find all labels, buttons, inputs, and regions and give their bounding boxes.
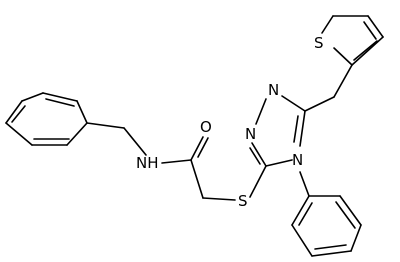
bond (293, 115, 299, 143)
triazole-ring (249, 95, 306, 167)
bond (291, 224, 313, 257)
atom-label-n-triazole-bottom: N (292, 151, 303, 169)
bond-carbonyl-o (190, 136, 204, 161)
bond (363, 21, 377, 40)
bond-ch2-thiophene (333, 64, 353, 98)
bond (299, 110, 306, 147)
bond (11, 105, 26, 123)
bond (298, 202, 313, 226)
bond (339, 195, 362, 226)
bond (5, 122, 33, 146)
bond (66, 122, 88, 146)
thiophene-ring (321, 15, 384, 66)
bond-benzyl-ch2 (86, 122, 125, 129)
bond (255, 98, 267, 125)
bond-ch2-nh (123, 127, 147, 156)
bond (251, 142, 267, 167)
atom-label-o: O (200, 118, 212, 136)
bond (5, 100, 23, 124)
bond (265, 159, 293, 167)
bond (249, 147, 261, 165)
bond (291, 195, 310, 226)
bond (333, 47, 353, 66)
bond-triazole-ch2 (304, 96, 335, 112)
bond (42, 92, 78, 102)
bond (335, 201, 356, 229)
atom-label-n-triazole-top-left: N (245, 125, 256, 143)
atom-label-s-thioether: S (238, 192, 248, 210)
bond (21, 92, 44, 102)
n-phenyl-ring (291, 195, 362, 257)
bond (76, 100, 88, 124)
bond-ch2-s (202, 197, 236, 201)
bond (281, 95, 306, 112)
bond (314, 244, 347, 250)
benzyl-phenyl-ring (5, 92, 88, 146)
bond-carbonyl-ch2 (190, 159, 204, 199)
bond (321, 15, 334, 34)
bond (45, 98, 75, 107)
bond (353, 40, 378, 61)
bond (351, 36, 384, 66)
atom-label-nh: NH (136, 154, 159, 172)
atom-label-n-triazole-top-right: N (268, 81, 279, 99)
bond (311, 250, 352, 257)
bond-s-triazole (249, 165, 267, 198)
bond (350, 224, 362, 252)
bond (367, 15, 384, 38)
bond-carbonyl-o-double (197, 137, 209, 158)
atom-label-s-thiophene: S (314, 34, 324, 52)
bond-nh-carbonyl (161, 159, 192, 164)
bond-n-phenyl (299, 171, 310, 197)
